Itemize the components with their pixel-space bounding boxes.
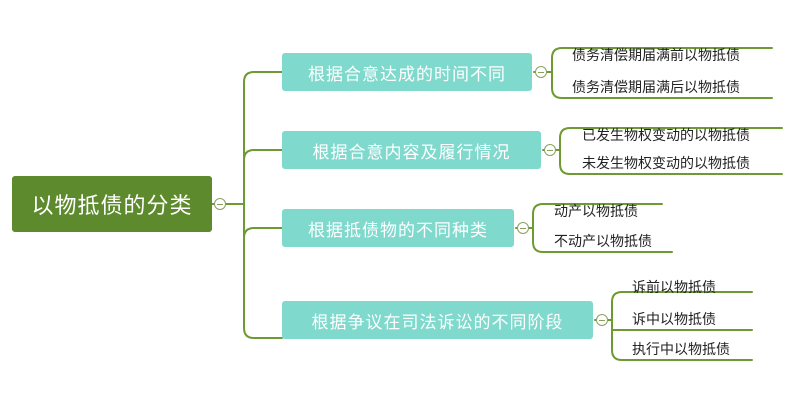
collapse-toggle-icon[interactable]	[214, 198, 226, 210]
branch-node-type[interactable]: 根据抵债物的不同种类	[282, 209, 514, 247]
root-node[interactable]: 以物抵债的分类	[12, 176, 212, 232]
collapse-toggle-icon[interactable]	[544, 144, 556, 156]
leaf-node[interactable]: 诉中以物抵债	[632, 312, 716, 328]
leaf-node[interactable]: 已发生物权变动的以物抵债	[582, 128, 750, 144]
leaf-node[interactable]: 不动产以物抵债	[554, 234, 652, 250]
branch-node-content[interactable]: 根据合意内容及履行情况	[282, 131, 541, 169]
leaf-node[interactable]: 诉前以物抵债	[632, 280, 716, 296]
leaf-node[interactable]: 执行中以物抵债	[632, 342, 730, 358]
branch-node-time[interactable]: 根据合意达成的时间不同	[282, 53, 532, 91]
leaf-node[interactable]: 债务清偿期届满前以物抵债	[572, 48, 740, 64]
leaf-node[interactable]: 未发生物权变动的以物抵债	[582, 156, 750, 172]
collapse-toggle-icon[interactable]	[596, 314, 608, 326]
collapse-toggle-icon[interactable]	[535, 66, 547, 78]
leaf-node[interactable]: 动产以物抵债	[554, 204, 638, 220]
collapse-toggle-icon[interactable]	[517, 222, 529, 234]
branch-node-stage[interactable]: 根据争议在司法诉讼的不同阶段	[282, 301, 593, 339]
leaf-node[interactable]: 债务清偿期届满后以物抵债	[572, 80, 740, 96]
